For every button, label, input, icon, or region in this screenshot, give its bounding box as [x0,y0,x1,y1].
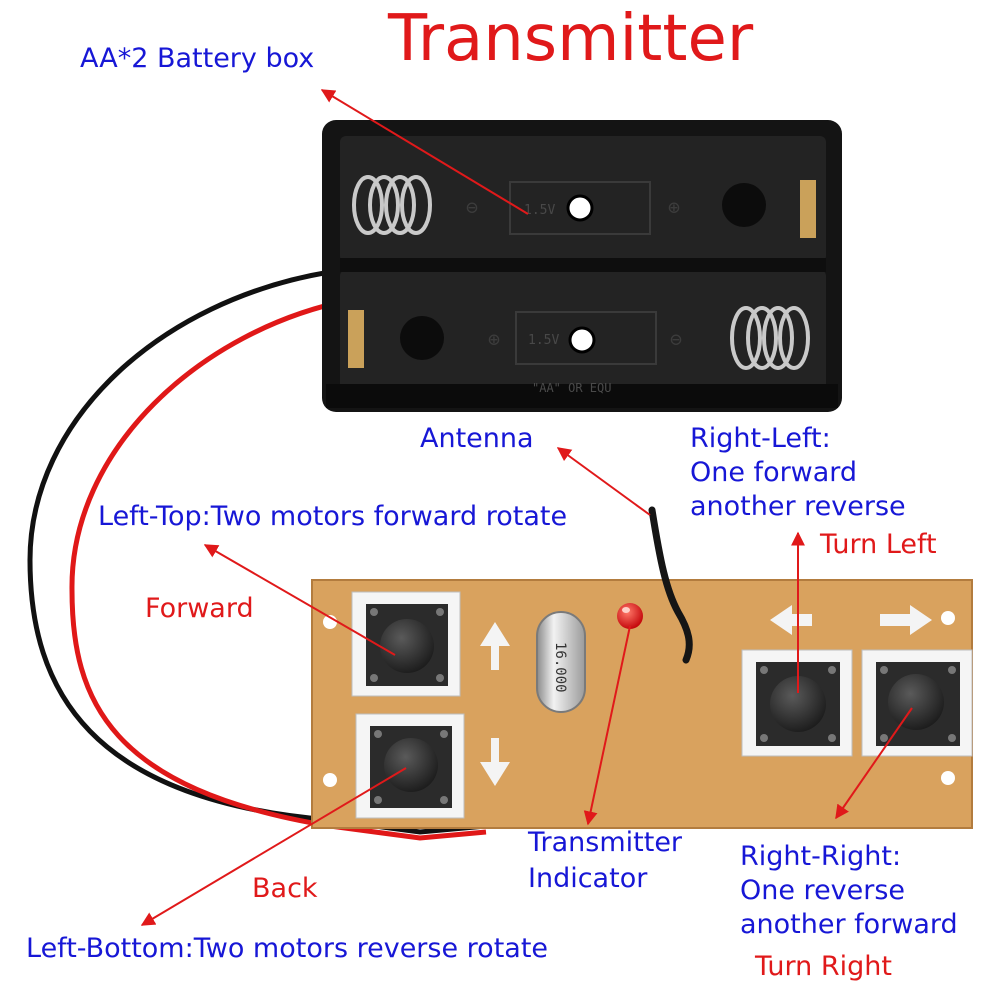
black-wire [27,269,487,835]
svg-text:⊖: ⊖ [466,195,478,219]
left-arrow-icon [770,605,812,635]
label-right-left-line2: One forward [690,457,858,488]
battery-rating-text-2: 1.5V [528,333,559,348]
label-right-right-line3: another forward [740,909,958,940]
battery-size-text: "AA" OR EQU [532,381,611,395]
battery-box: ⊖ ⊕ ⊕ ⊖ 1.5V 1.5V "AA" OR EQU [322,120,842,412]
spring-top-left [352,175,432,235]
svg-text:⊕: ⊕ [668,195,680,219]
arrow-battery-box [320,89,529,215]
label-back: Back [252,873,318,904]
right-arrow-icon [880,605,932,635]
label-left-top: Left-Top:Two motors forward rotate [98,501,568,532]
label-right-right-line2: One reverse [740,875,906,906]
label-antenna: Antenna [420,423,534,454]
label-forward: Forward [145,593,254,624]
spring-bottom-right [730,306,810,370]
arrow-antenna [556,447,651,516]
button-forward [351,591,461,697]
button-turn-right [861,649,973,757]
label-battery-box: AA*2 Battery box [80,43,315,74]
arrow-left-top [203,544,396,656]
label-left-bottom: Left-Bottom:Two motors reverse rotate [26,933,549,964]
antenna-wire [648,506,693,664]
arrow-turn-right [835,707,913,820]
up-arrow-icon [480,622,510,670]
down-arrow-icon [480,738,510,786]
label-turn-left: Turn Left [820,529,937,560]
label-transmitter-indicator-line2: Indicator [528,863,648,894]
crystal-text: 16.000 [552,642,568,693]
label-turn-right: Turn Right [755,951,892,982]
label-right-right-line1: Right-Right: [740,841,902,872]
red-wire [69,297,487,841]
label-right-left-line1: Right-Left: [690,423,831,454]
svg-text:⊖: ⊖ [670,327,682,351]
arrow-transmitter-indicator [583,625,631,826]
button-back [355,713,465,819]
label-right-left-line3: another reverse [690,491,906,522]
battery-wires [27,269,487,841]
led-indicator [617,603,643,629]
page-title: Transmitter [388,2,754,76]
label-transmitter-indicator-line1: Transmitter [528,827,683,858]
arrow-left-bottom [140,767,407,926]
callout-arrows [140,89,913,926]
crystal-oscillator: 16.000 [536,611,586,713]
svg-text:⊕: ⊕ [488,327,500,351]
battery-rating-text: 1.5V [524,203,555,218]
